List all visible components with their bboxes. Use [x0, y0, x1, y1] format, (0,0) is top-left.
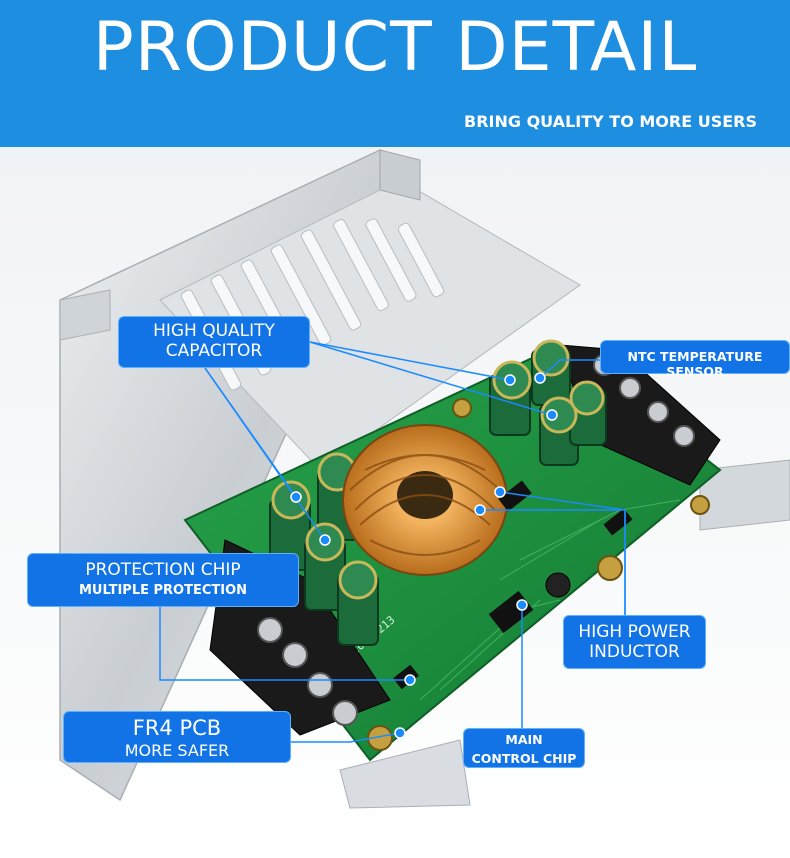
callout-pcb-line1: FR4 PCB — [132, 716, 222, 740]
callout-protection-line2: MULTIPLE PROTECTION — [78, 583, 248, 599]
callout-high-power-inductor: HIGH POWER INDUCTOR — [563, 615, 706, 669]
page-title: PRODUCT DETAIL — [92, 8, 698, 87]
callout-protection-chip: PROTECTION CHIP MULTIPLE PROTECTION — [27, 553, 299, 607]
callout-high-quality-capacitor: HIGH QUALITY CAPACITOR — [118, 316, 310, 368]
callout-lines — [159, 341, 626, 743]
callout-chip-line2: CONTROL CHIP — [471, 751, 577, 766]
callout-protection-line1: PROTECTION CHIP — [85, 560, 241, 580]
header-banner: PRODUCT DETAIL BRING QUALITY TO MORE USE… — [0, 0, 790, 147]
callout-capacitor-line1: HIGH QUALITY — [153, 321, 275, 341]
capacitors — [269, 339, 607, 646]
page-subtitle: BRING QUALITY TO MORE USERS — [464, 112, 757, 131]
callout-main-control-chip: MAIN CONTROL CHIP — [463, 728, 585, 768]
callout-ntc-line1: NTC TEMPERATURE SENSOR — [627, 349, 763, 379]
callout-fr4-pcb: FR4 PCB MORE SAFER — [63, 711, 291, 763]
callout-chip-line1: MAIN — [505, 732, 543, 747]
callout-inductor-line2: INDUCTOR — [589, 642, 680, 663]
callout-capacitor-line2: CAPACITOR — [165, 341, 263, 362]
callout-inductor-line1: HIGH POWER — [578, 622, 691, 642]
callout-pcb-line2: MORE SAFER — [124, 741, 230, 761]
toroidal-inductor — [342, 424, 508, 576]
callout-ntc-temperature-sensor: NTC TEMPERATURE SENSOR — [600, 340, 790, 379]
